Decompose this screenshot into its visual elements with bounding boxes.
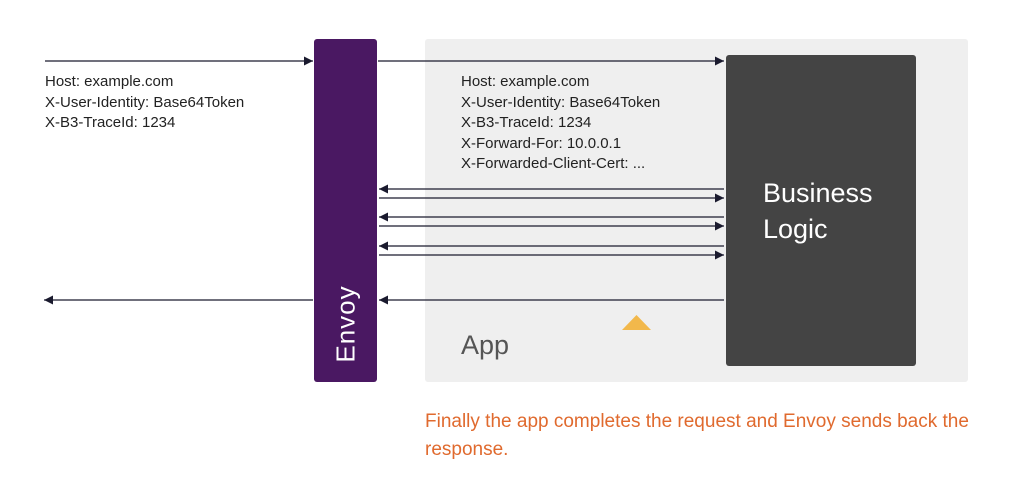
- envoy-proxy: [314, 39, 377, 382]
- caption: Finally the app completes the request an…: [425, 411, 969, 460]
- incoming-header-line: X-B3-TraceId: 1234: [45, 114, 176, 131]
- business-logic-box: [726, 55, 916, 366]
- forwarded-header-line: Host: example.com: [461, 73, 590, 90]
- forwarded-header-line: X-User-Identity: Base64Token: [461, 93, 661, 111]
- forwarded-header-line: X-Forwarded-Client-Cert: ...: [461, 155, 646, 172]
- forwarded-header-line: X-Forward-For: 10.0.0.1: [461, 134, 622, 152]
- app-label: App: [461, 330, 510, 360]
- incoming-header-line: Host: example.com: [45, 73, 174, 90]
- incoming-headers: Host: example.com X-User-Identity: Base6…: [45, 72, 244, 134]
- incoming-header-line: X-User-Identity: Base64Token: [45, 93, 245, 111]
- step-marker-icon: [622, 315, 651, 330]
- business-logic-label: Business Logic: [763, 178, 873, 244]
- forwarded-headers: Host: example.com X-User-Identity: Base6…: [461, 72, 660, 175]
- forwarded-header-line: X-B3-TraceId: 1234: [461, 114, 592, 131]
